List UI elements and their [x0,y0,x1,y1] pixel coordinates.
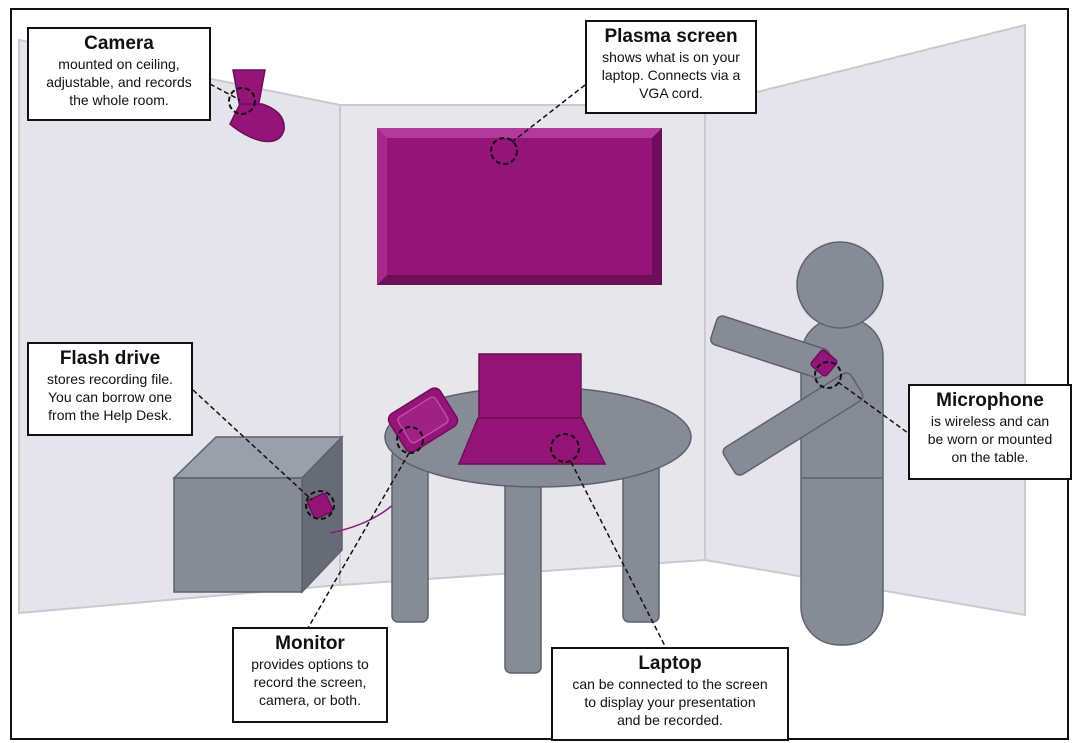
plasma-screen-desc-line: shows what is on your [593,48,749,66]
laptop-title: Laptop [559,653,781,675]
camera-desc-line: mounted on ceiling, [35,55,203,73]
laptop-desc-line: can be connected to the screen [559,675,781,693]
monitor-desc-line: camera, or both. [240,691,380,709]
microphone-callout: Microphone is wireless and can be worn o… [908,384,1072,480]
microphone-desc-line: on the table. [916,448,1064,466]
flash-drive-desc-line: You can borrow one [35,388,185,406]
monitor-desc-line: provides options to [240,655,380,673]
laptop-desc-line: to display your presentation [559,693,781,711]
microphone-desc-line: be worn or mounted [916,430,1064,448]
plasma-screen-desc-line: VGA cord. [593,84,749,102]
flash-drive-desc-line: stores recording file. [35,370,185,388]
monitor-title: Monitor [240,633,380,655]
laptop-desc-line: and be recorded. [559,711,781,729]
microphone-title: Microphone [916,390,1064,412]
microphone-desc-line: is wireless and can [916,412,1064,430]
plasma-screen-title: Plasma screen [593,26,749,48]
monitor-desc-line: record the screen, [240,673,380,691]
flash-drive-desc-line: from the Help Desk. [35,406,185,424]
camera-desc-line: adjustable, and records [35,73,203,91]
plasma-screen-desc-line: laptop. Connects via a [593,66,749,84]
flash-drive-callout: Flash drive stores recording file. You c… [27,342,193,436]
camera-title: Camera [35,33,203,55]
flash-drive-title: Flash drive [35,348,185,370]
camera-desc-line: the whole room. [35,91,203,109]
laptop-callout: Laptop can be connected to the screen to… [551,647,789,741]
monitor-callout: Monitor provides options to record the s… [232,627,388,723]
plasma-screen-callout: Plasma screen shows what is on your lapt… [585,20,757,114]
plasma-screen [377,128,662,285]
camera-callout: Camera mounted on ceiling, adjustable, a… [27,27,211,121]
